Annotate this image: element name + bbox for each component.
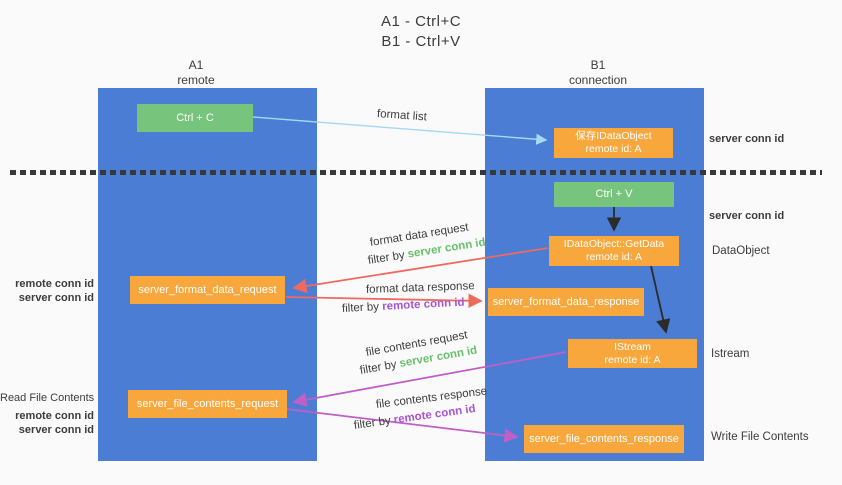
phase-divider-dashed-line [10,170,822,175]
filter-by-text: filter by [341,300,383,315]
label-istream: Istream [711,348,750,360]
node-server-format-data-response-label: server_format_data_response [492,295,640,308]
label-remote-conn-id-left-1: remote conn id [15,278,94,290]
node-save-idataobject-line2: remote id: A [585,143,642,155]
lifeline-a1-name: A1 [188,58,204,72]
node-server-file-contents-request: server_file_contents_request [128,390,287,418]
diagram-title: A1 - Ctrl+C B1 - Ctrl+V [0,12,842,52]
node-ctrl-c: Ctrl + C [137,104,253,132]
node-server-format-data-response: server_format_data_response [488,288,644,316]
node-server-format-data-request: server_format_data_request [130,276,285,304]
lifeline-header-a1: A1 remote [141,58,251,88]
label-server-conn-id-left-2: server conn id [18,424,94,436]
edge-label-filter-file-response: filter by remote conn id [353,403,476,432]
node-server-file-contents-response: server_file_contents_response [524,425,684,453]
node-save-idataobject: 保存IDataObject remote id: A [554,128,673,158]
title-line-2: B1 - Ctrl+V [381,33,461,50]
node-istream-line2: remote id: A [604,353,661,366]
edge-label-filter-format-response: filter by remote conn id [342,297,465,315]
edge-label-format-list: format list [376,108,428,124]
title-line-1: A1 - Ctrl+C [380,13,462,30]
lifeline-b1-name: B1 [590,58,606,72]
node-idataobject-getdata: IDataObject::GetData remote id: A [549,236,679,266]
node-idataobject-getdata-line1: IDataObject::GetData [563,238,665,250]
lifeline-header-b1: B1 connection [543,58,653,88]
node-server-file-contents-request-label: server_file_contents_request [136,397,279,410]
node-server-file-contents-response-label: server_file_contents_response [529,432,679,445]
label-remote-conn-id-left-2: remote conn id [15,410,94,422]
label-server-conn-id-left-1: server conn id [18,292,94,304]
node-server-format-data-request-label: server_format_data_request [138,283,277,296]
lifeline-a1-role: remote [177,73,215,87]
edge-label-format-data-response: format data response [365,280,475,296]
node-idataobject-getdata-line2: remote id: A [585,251,643,263]
node-save-idataobject-line1: 保存IDataObject [575,130,652,142]
filter-by-text: filter by [353,414,395,432]
label-read-file-contents: Read File Contents [0,392,95,404]
lifeline-b1-role: connection [568,73,628,87]
node-istream-line1: IStream [614,340,651,353]
node-ctrl-v: Ctrl + V [554,182,674,207]
label-server-conn-id-mid-right: server conn id [709,210,785,222]
node-istream: IStream remote id: A [568,339,697,368]
node-ctrl-c-label: Ctrl + C [176,111,214,124]
node-ctrl-v-label: Ctrl + V [595,188,633,200]
filter-by-text: filter by [367,248,409,267]
remote-conn-id-text: remote conn id [381,296,465,313]
filter-by-text: filter by [358,358,401,377]
label-server-conn-id-top-right: server conn id [709,133,785,145]
label-dataobject: DataObject [712,245,770,257]
label-write-file-contents: Write File Contents [711,431,809,443]
